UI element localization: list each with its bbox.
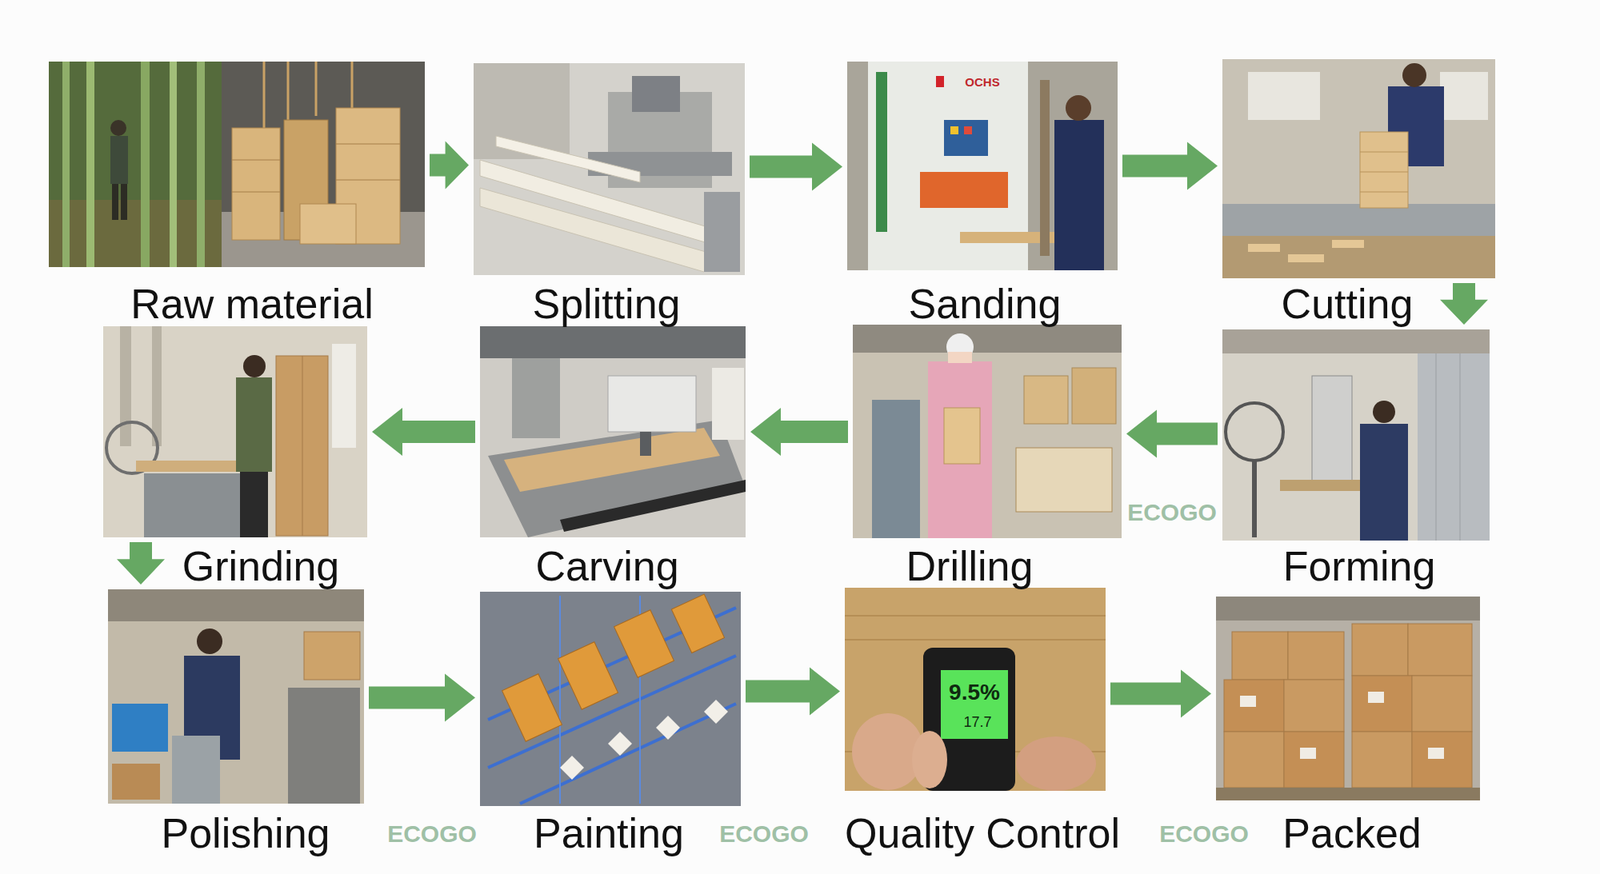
step-caption: Drilling [906,544,1034,590]
flow-arrow [750,408,848,456]
flow-arrow [116,542,165,585]
process-step: Polishing [108,589,364,804]
carving-photo [480,326,746,538]
step-caption: Forming [1283,544,1436,590]
process-step: Raw material [48,61,425,268]
process-step: Splitting [473,63,745,276]
step-caption: Packed [1282,811,1421,857]
machine-brand: OCHS [964,76,1000,90]
meter-reading: 9.5% [948,680,1000,706]
process-step: Sanding [847,61,1118,271]
step-caption: Raw material [130,281,373,328]
polishing-photo [108,589,364,804]
step-caption: Painting [533,811,684,857]
process-step: Cutting [1222,59,1496,279]
splitting-photo [473,63,745,276]
sanding-photo [847,61,1118,271]
step-caption: Splitting [532,281,681,328]
watermark: ECOGO [1127,499,1217,526]
meter-reading: 17.7 [963,715,992,732]
flow-arrow [368,674,476,723]
step-caption: Carving [535,544,679,590]
flow-arrow [1122,142,1218,191]
flow-arrow [745,668,840,716]
forming-photo [1222,329,1490,541]
flow-arrow [1110,670,1212,719]
process-step: Painting [480,592,741,807]
step-caption: Cutting [1281,281,1414,328]
painting-photo [480,592,741,807]
flow-arrow [1126,410,1218,459]
cutting-photo [1222,59,1496,279]
flow-arrow [429,141,469,190]
watermark: ECOGO [387,820,477,848]
step-caption: Quality Control [844,811,1120,857]
step-caption: Sanding [908,281,1062,328]
grinding-photo [103,326,368,538]
watermark: ECOGO [1159,820,1249,848]
step-caption: Grinding [182,544,340,590]
process-step: Forming [1222,329,1490,541]
process-step: Grinding [103,326,368,538]
watermark: ECOGO [719,820,809,848]
drilling-photo [852,324,1122,539]
process-step: Packed [1216,596,1480,801]
quality-control-photo [844,588,1106,792]
flow-arrow [1440,283,1488,325]
packed-photo [1216,596,1480,801]
process-step: Carving [480,326,746,538]
flow-arrow [749,143,843,192]
raw-material-photo [48,61,425,268]
step-caption: Polishing [160,811,330,857]
process-step: Drilling [852,324,1122,539]
flow-arrow [372,408,476,456]
